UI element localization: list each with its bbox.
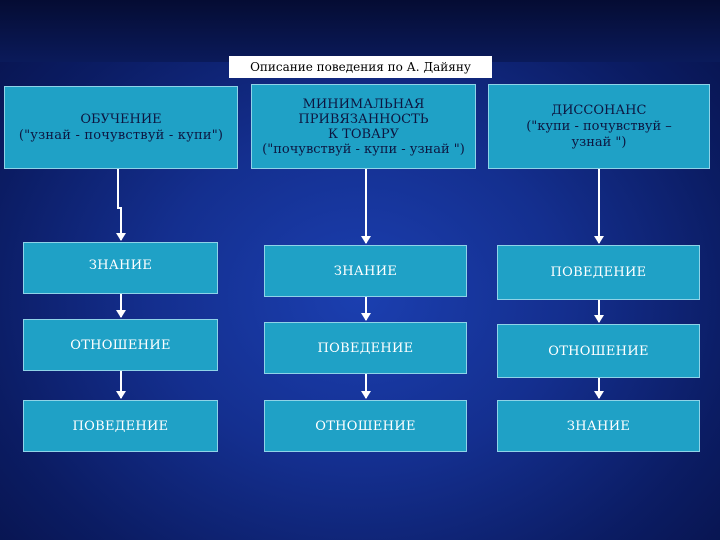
col2-step-2: ПОВЕДЕНИЕ	[264, 322, 467, 374]
arrowhead-col2-3	[361, 391, 371, 399]
arrowhead-col1-2	[116, 310, 126, 318]
col1-step-2: ОТНОШЕНИЕ	[23, 319, 218, 371]
header-learning-line-2: ("узнай - почувствуй - купи")	[18, 127, 224, 143]
header-dissonance-line-2: ("купи - почувствуй –	[526, 118, 672, 134]
arrowhead-col2-2	[361, 313, 371, 321]
diagram-title: Описание поведения по А. Дайяну	[229, 56, 492, 78]
arrowhead-col3-1	[594, 236, 604, 244]
header-dissonance-line-1: ДИССОНАНС	[551, 102, 647, 118]
col3-step-2: ОТНОШЕНИЕ	[497, 324, 700, 378]
header-minimal-line-4: ("почувствуй - купи - узнай ")	[262, 141, 465, 157]
header-minimal-line-1: МИНИМАЛЬНАЯ	[302, 96, 425, 112]
arrowhead-col2-1	[361, 236, 371, 244]
col3-step-3: ЗНАНИЕ	[497, 400, 700, 452]
col2-step-3: ОТНОШЕНИЕ	[264, 400, 467, 452]
arrowhead-col3-3	[594, 391, 604, 399]
col1-step-3: ПОВЕДЕНИЕ	[23, 400, 218, 452]
col3-step-1: ПОВЕДЕНИЕ	[497, 245, 700, 300]
header-learning-line-1: ОБУЧЕНИЕ	[80, 111, 162, 127]
arrowhead-col1-1	[116, 233, 126, 241]
col2-step-1: ЗНАНИЕ	[264, 245, 467, 297]
header-minimal-line-2: ПРИВЯЗАННОСТЬ	[298, 111, 429, 127]
header-minimal-line-3: К ТОВАРУ	[327, 126, 400, 142]
top-band	[0, 0, 720, 62]
arrowhead-col3-2	[594, 315, 604, 323]
header-dissonance: ДИССОНАНС ("купи - почувствуй – узнай ")	[488, 84, 710, 169]
header-learning: ОБУЧЕНИЕ ("узнай - почувствуй - купи")	[4, 86, 238, 169]
header-minimal-attachment: МИНИМАЛЬНАЯ ПРИВЯЗАННОСТЬ К ТОВАРУ ("поч…	[251, 84, 476, 169]
col1-step-1: ЗНАНИЕ	[23, 242, 218, 294]
header-dissonance-line-3: узнай ")	[571, 134, 627, 150]
arrowhead-col1-3	[116, 391, 126, 399]
arrow-col1-header-to-step1	[117, 169, 122, 240]
